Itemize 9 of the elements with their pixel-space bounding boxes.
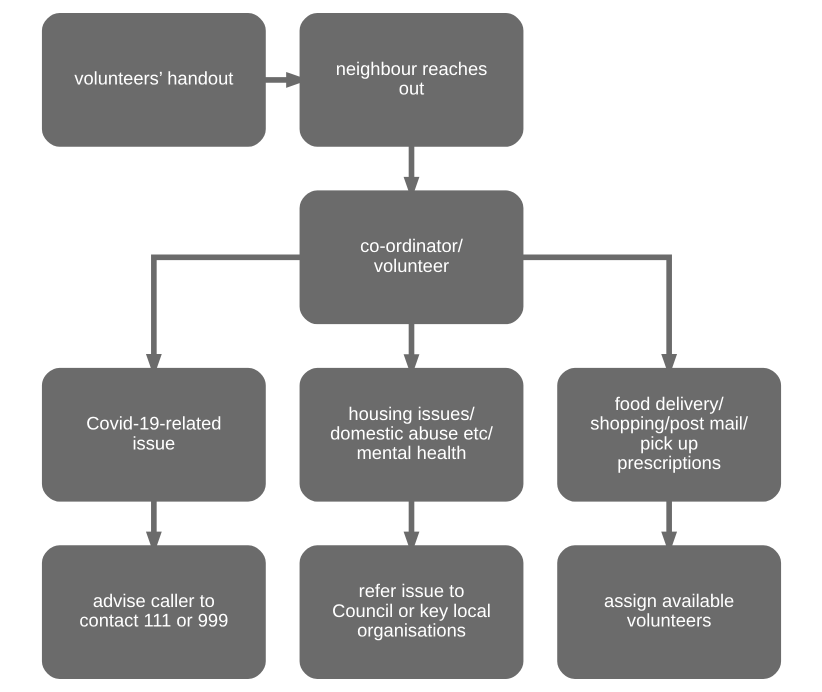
node-box: food delivery/ shopping/post mail/ pick up prescriptions bbox=[556, 368, 781, 502]
node-box: co-ordinator/ volunteer bbox=[299, 190, 523, 324]
node-box: Covid-19-related issue bbox=[41, 368, 266, 502]
node-box: neighbour reaches out bbox=[299, 13, 523, 147]
node-box: refer issue to Council or key local organisations bbox=[299, 545, 523, 679]
node-box: assign available volunteers bbox=[556, 545, 781, 679]
node-box: volunteers’ handout bbox=[41, 13, 266, 147]
node-box: advise caller to contact 111 or 999 bbox=[41, 545, 266, 679]
node-box: housing issues/ domestic abuse etc/ mental health bbox=[299, 368, 523, 502]
